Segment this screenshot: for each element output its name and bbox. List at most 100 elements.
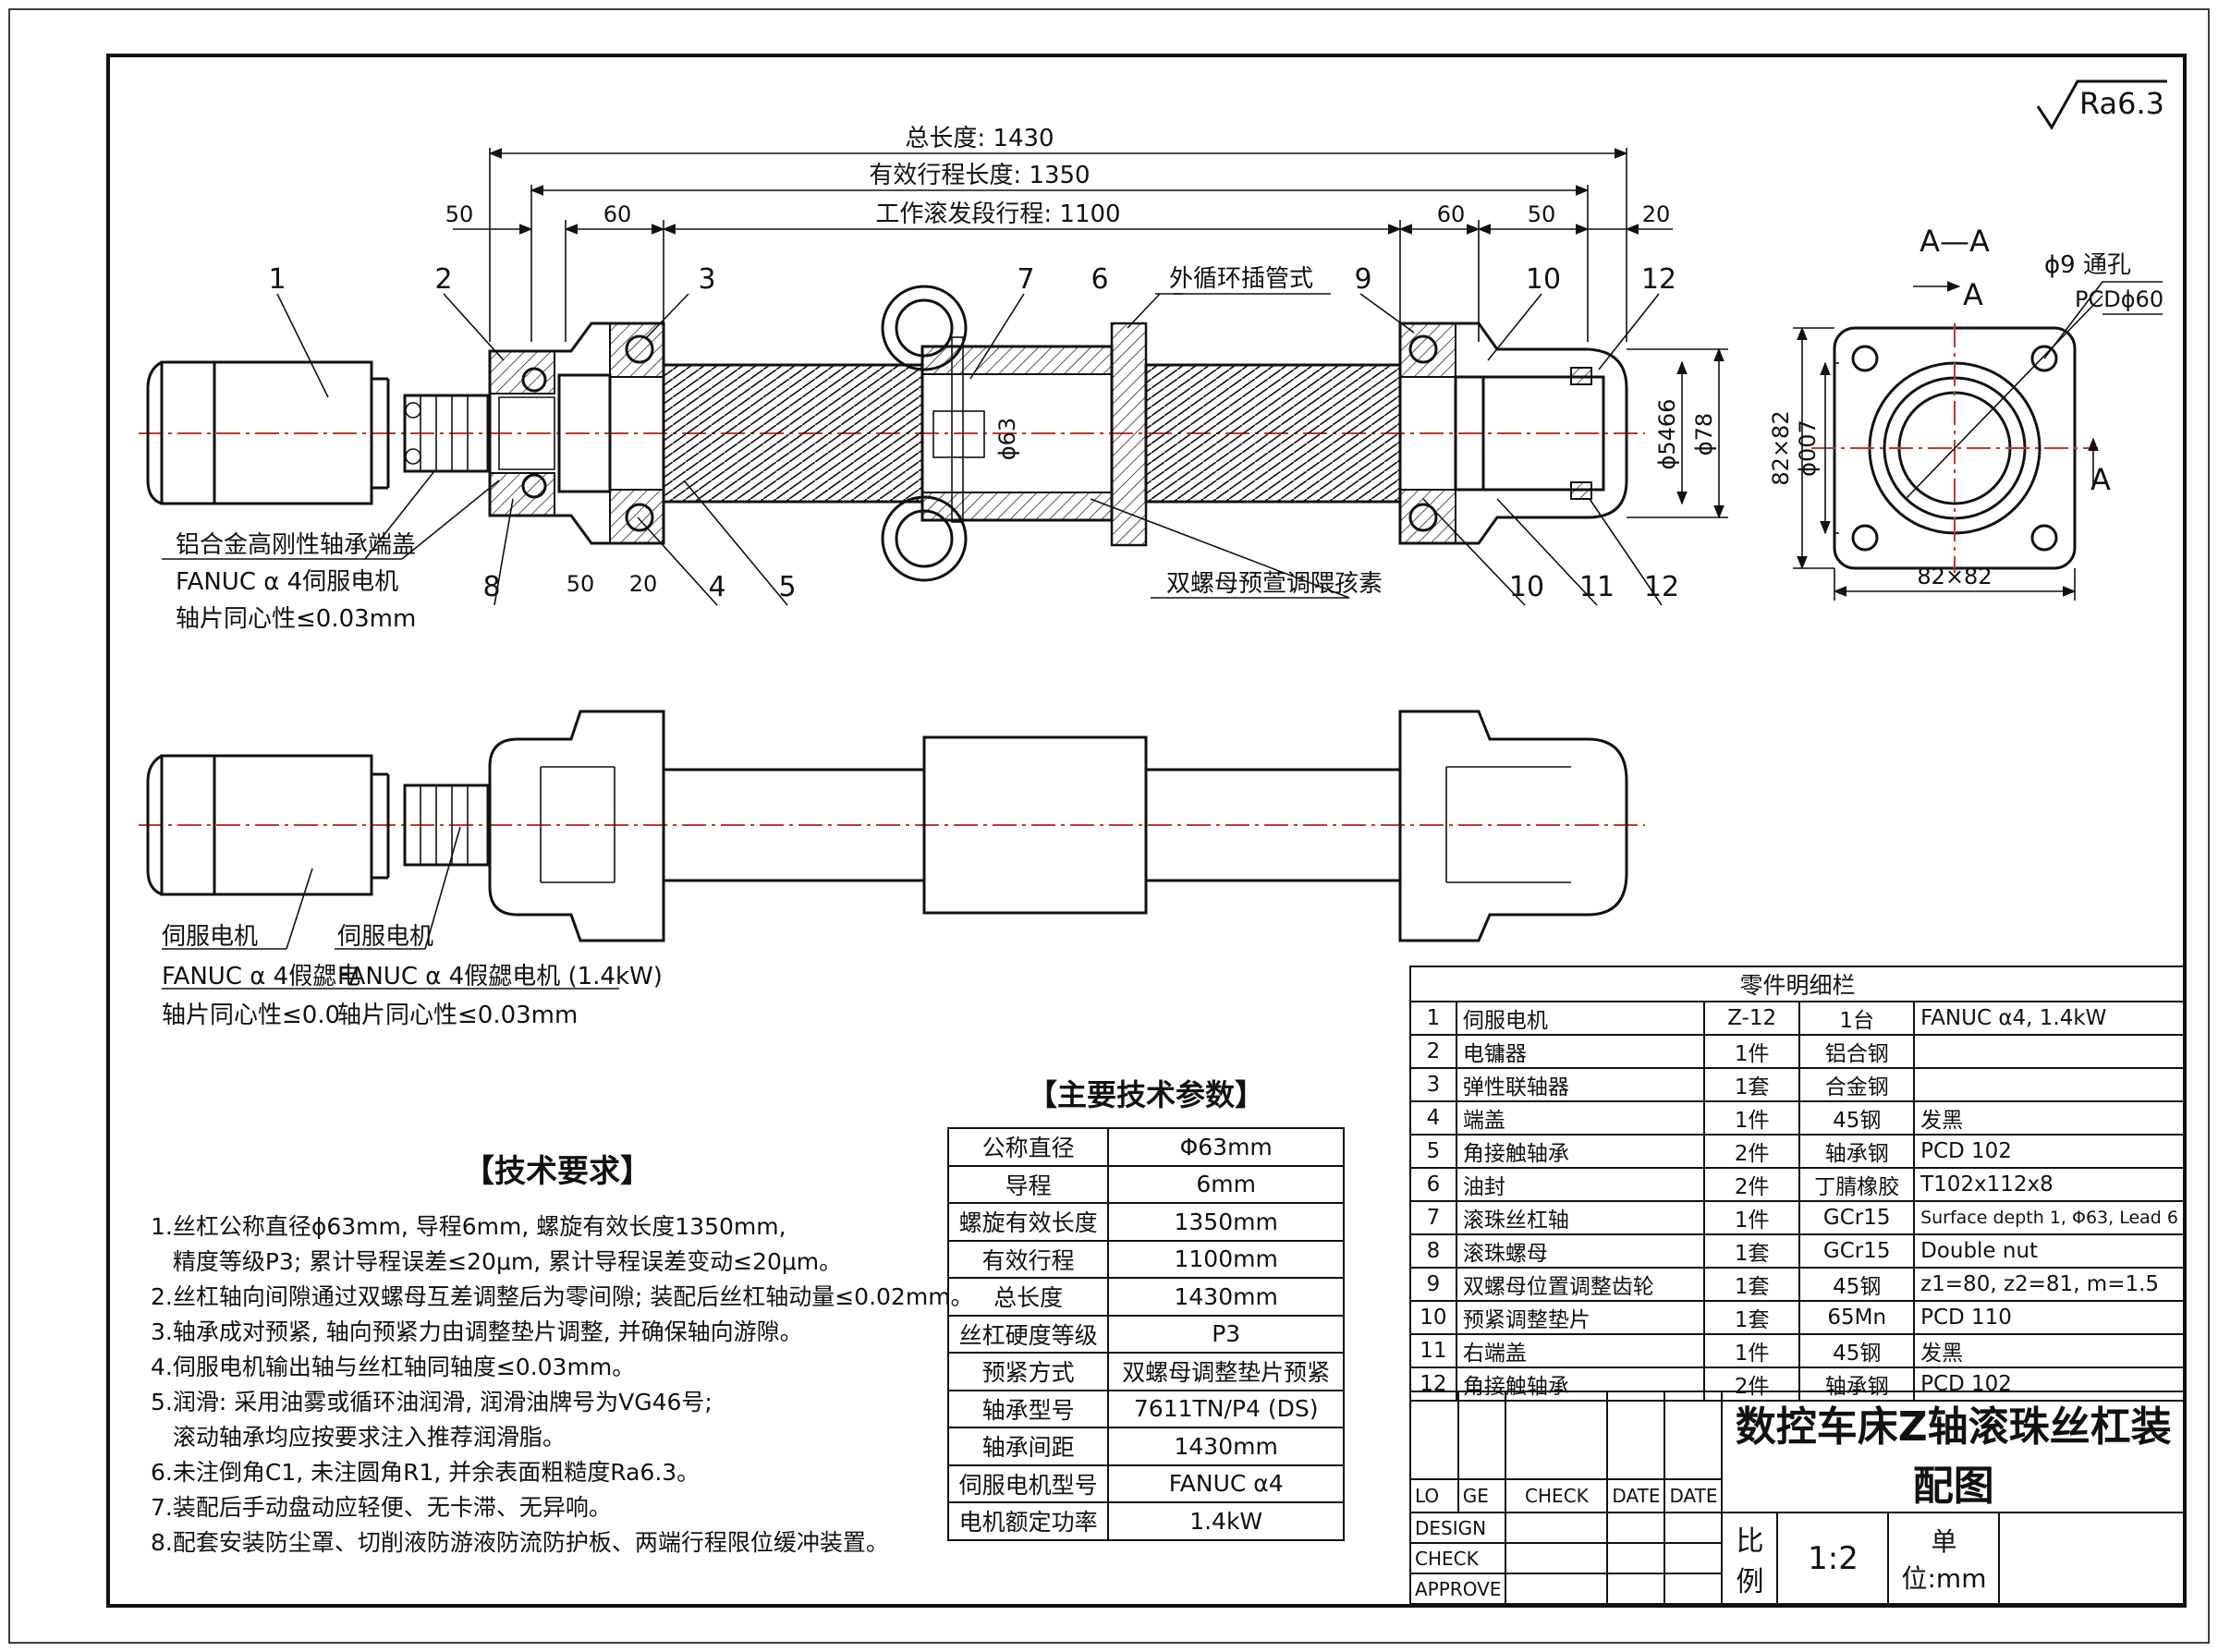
- params-title: 【主要技术参数】: [1027, 1077, 1264, 1112]
- callout-fanuc-right: FANUC α 4假勰电机 (1.4kW): [337, 963, 663, 990]
- part-no: 10: [1409, 1300, 1457, 1335]
- tech-req-item: 1.丝杠公称直径ϕ63mm, 导程6mm, 螺旋有效长度1350mm,: [151, 1213, 786, 1240]
- param-name: 有效行程: [946, 1239, 1110, 1279]
- dim-flange-v: 82×82: [1768, 410, 1794, 485]
- part-qty: 1套: [1703, 1300, 1801, 1335]
- servo-motor-bottom: [146, 754, 390, 896]
- callout-coaxial-right: 轴片同心性≤0.03mm: [337, 1002, 578, 1029]
- tech-req-item: 5.润滑: 采用油雾或循环油润滑, 润滑油牌号为VG46号;: [151, 1389, 713, 1415]
- part-name: 滚珠螺母: [1455, 1233, 1706, 1269]
- tech-req-item: 精度等级P3; 累计导程误差≤20μm, 累计导程误差变动≤20μm。: [151, 1248, 843, 1275]
- right-bearing-housing-top: [1398, 322, 1628, 545]
- dim-phi007: ϕ007: [1795, 419, 1821, 477]
- balloon-12-top: 12: [1641, 263, 1676, 296]
- callout-motor-top: FANUC α 4伺服电机: [176, 568, 398, 596]
- tech-req-item: 8.配套安装防尘罩、切削液防游液防流防护板、两端行程限位缓冲装置。: [151, 1529, 889, 1556]
- balloon-10-bottom: 10: [1509, 571, 1544, 603]
- date-label-1: DATE: [1606, 1478, 1666, 1513]
- shaft-bottom: [664, 735, 1400, 915]
- param-value: 1100mm: [1107, 1239, 1345, 1279]
- title-block-table: 数控车床Z轴滚珠丝杠装配图 LO GE CHECK DATE DATE DESI…: [1408, 1391, 2186, 1605]
- part-name: 角接触轴承: [1455, 1134, 1706, 1169]
- balloon-9: 9: [1354, 263, 1371, 296]
- tech-req-item: 7.装配后手动盘动应轻便、无卡滞、无异响。: [151, 1494, 612, 1521]
- balloon-2: 2: [434, 263, 452, 296]
- part-qty: 1套: [1703, 1233, 1801, 1269]
- part-note: FANUC α4, 1.4kW: [1913, 1001, 2186, 1036]
- part-material: 铝合钢: [1798, 1034, 1916, 1069]
- param-name: 丝杠硬度等级: [946, 1314, 1110, 1354]
- part-no: 11: [1409, 1333, 1457, 1368]
- part-note: [1913, 1034, 2186, 1069]
- title-block: 数控车床Z轴滚珠丝杠装配图 LO GE CHECK DATE DATE DESI…: [1408, 1391, 2186, 1605]
- callout-servo-left: 伺服电机: [162, 923, 258, 951]
- coupling-top: [403, 394, 490, 473]
- part-material: GCr15: [1798, 1200, 1916, 1235]
- callout-double-nut: 双螺母预萱调隈孩素: [1166, 570, 1383, 598]
- balloon-11: 11: [1579, 571, 1615, 603]
- part-note: Double nut: [1913, 1233, 2186, 1269]
- part-note: 发黑: [1913, 1100, 2186, 1136]
- tech-req-item: 6.未注倒角C1, 未注圆角R1, 并余表面粗糙度Ra6.3。: [151, 1459, 701, 1486]
- dim-working-travel: 工作滚发段行程: 1100: [875, 200, 1120, 228]
- design-label: DESIGN: [1408, 1512, 1507, 1544]
- section-label: A—A: [1919, 224, 1990, 259]
- part-qty: 2件: [1703, 1134, 1801, 1169]
- balloon-3: 3: [698, 263, 715, 296]
- part-no: 1: [1409, 1001, 1457, 1036]
- unit-label: 单位:mm: [1887, 1512, 2001, 1605]
- tech-req-title: 【技术要求】: [463, 1153, 652, 1190]
- check-label: CHECK: [1408, 1542, 1507, 1574]
- date-label-2: DATE: [1664, 1478, 1724, 1513]
- phi63-label: ϕ63: [994, 418, 1020, 460]
- phi5466-label: ϕ5466: [1654, 399, 1680, 470]
- param-value: 7611TN/P4 (DS): [1107, 1389, 1345, 1428]
- scale-value: 1:2: [1776, 1512, 1890, 1605]
- param-name: 伺服电机型号: [946, 1464, 1110, 1503]
- right-housing-bottom: [1398, 710, 1628, 942]
- roughness-value: Ra6.3: [2079, 86, 2164, 121]
- param-value: P3: [1107, 1314, 1345, 1354]
- part-qty: 2件: [1703, 1167, 1801, 1202]
- part-name: 滚珠丝杠轴: [1455, 1200, 1706, 1235]
- dim-50-right: 50: [1528, 201, 1556, 227]
- dim-total-length: 总长度: 1430: [905, 125, 1054, 152]
- part-material: 轴承钢: [1798, 1134, 1916, 1169]
- ge-label: GE: [1456, 1478, 1507, 1513]
- part-qty: 1件: [1703, 1034, 1801, 1069]
- section-pcd: PCDϕ60: [2075, 286, 2163, 312]
- param-value: 1430mm: [1107, 1427, 1345, 1466]
- part-no: 4: [1409, 1100, 1457, 1136]
- param-name: 总长度: [946, 1277, 1110, 1317]
- dim-flange-h: 82×82: [1917, 564, 1992, 589]
- callout-bearing-cap: 铝合金高刚性轴承端盖: [176, 531, 416, 559]
- part-no: 2: [1409, 1034, 1457, 1069]
- part-name: 油封: [1455, 1167, 1706, 1202]
- part-qty: Z-12: [1703, 1001, 1801, 1036]
- part-name: 伺服电机: [1455, 1001, 1706, 1036]
- leader-lines: [162, 293, 1663, 606]
- param-value: FANUC α4: [1107, 1464, 1345, 1503]
- section-marker-side: A: [2090, 462, 2111, 497]
- bottom-leaders: [162, 826, 619, 990]
- part-qty: 1件: [1703, 1100, 1801, 1136]
- tech-req-item: 3.轴承成对预紧, 轴向预紧力由调整垫片调整, 并确保轴向游隙。: [151, 1318, 803, 1345]
- part-name: 预紧调整垫片: [1455, 1300, 1706, 1335]
- dimension-group: [453, 148, 1673, 342]
- param-value: 双螺母调整垫片预紧: [1107, 1352, 1345, 1391]
